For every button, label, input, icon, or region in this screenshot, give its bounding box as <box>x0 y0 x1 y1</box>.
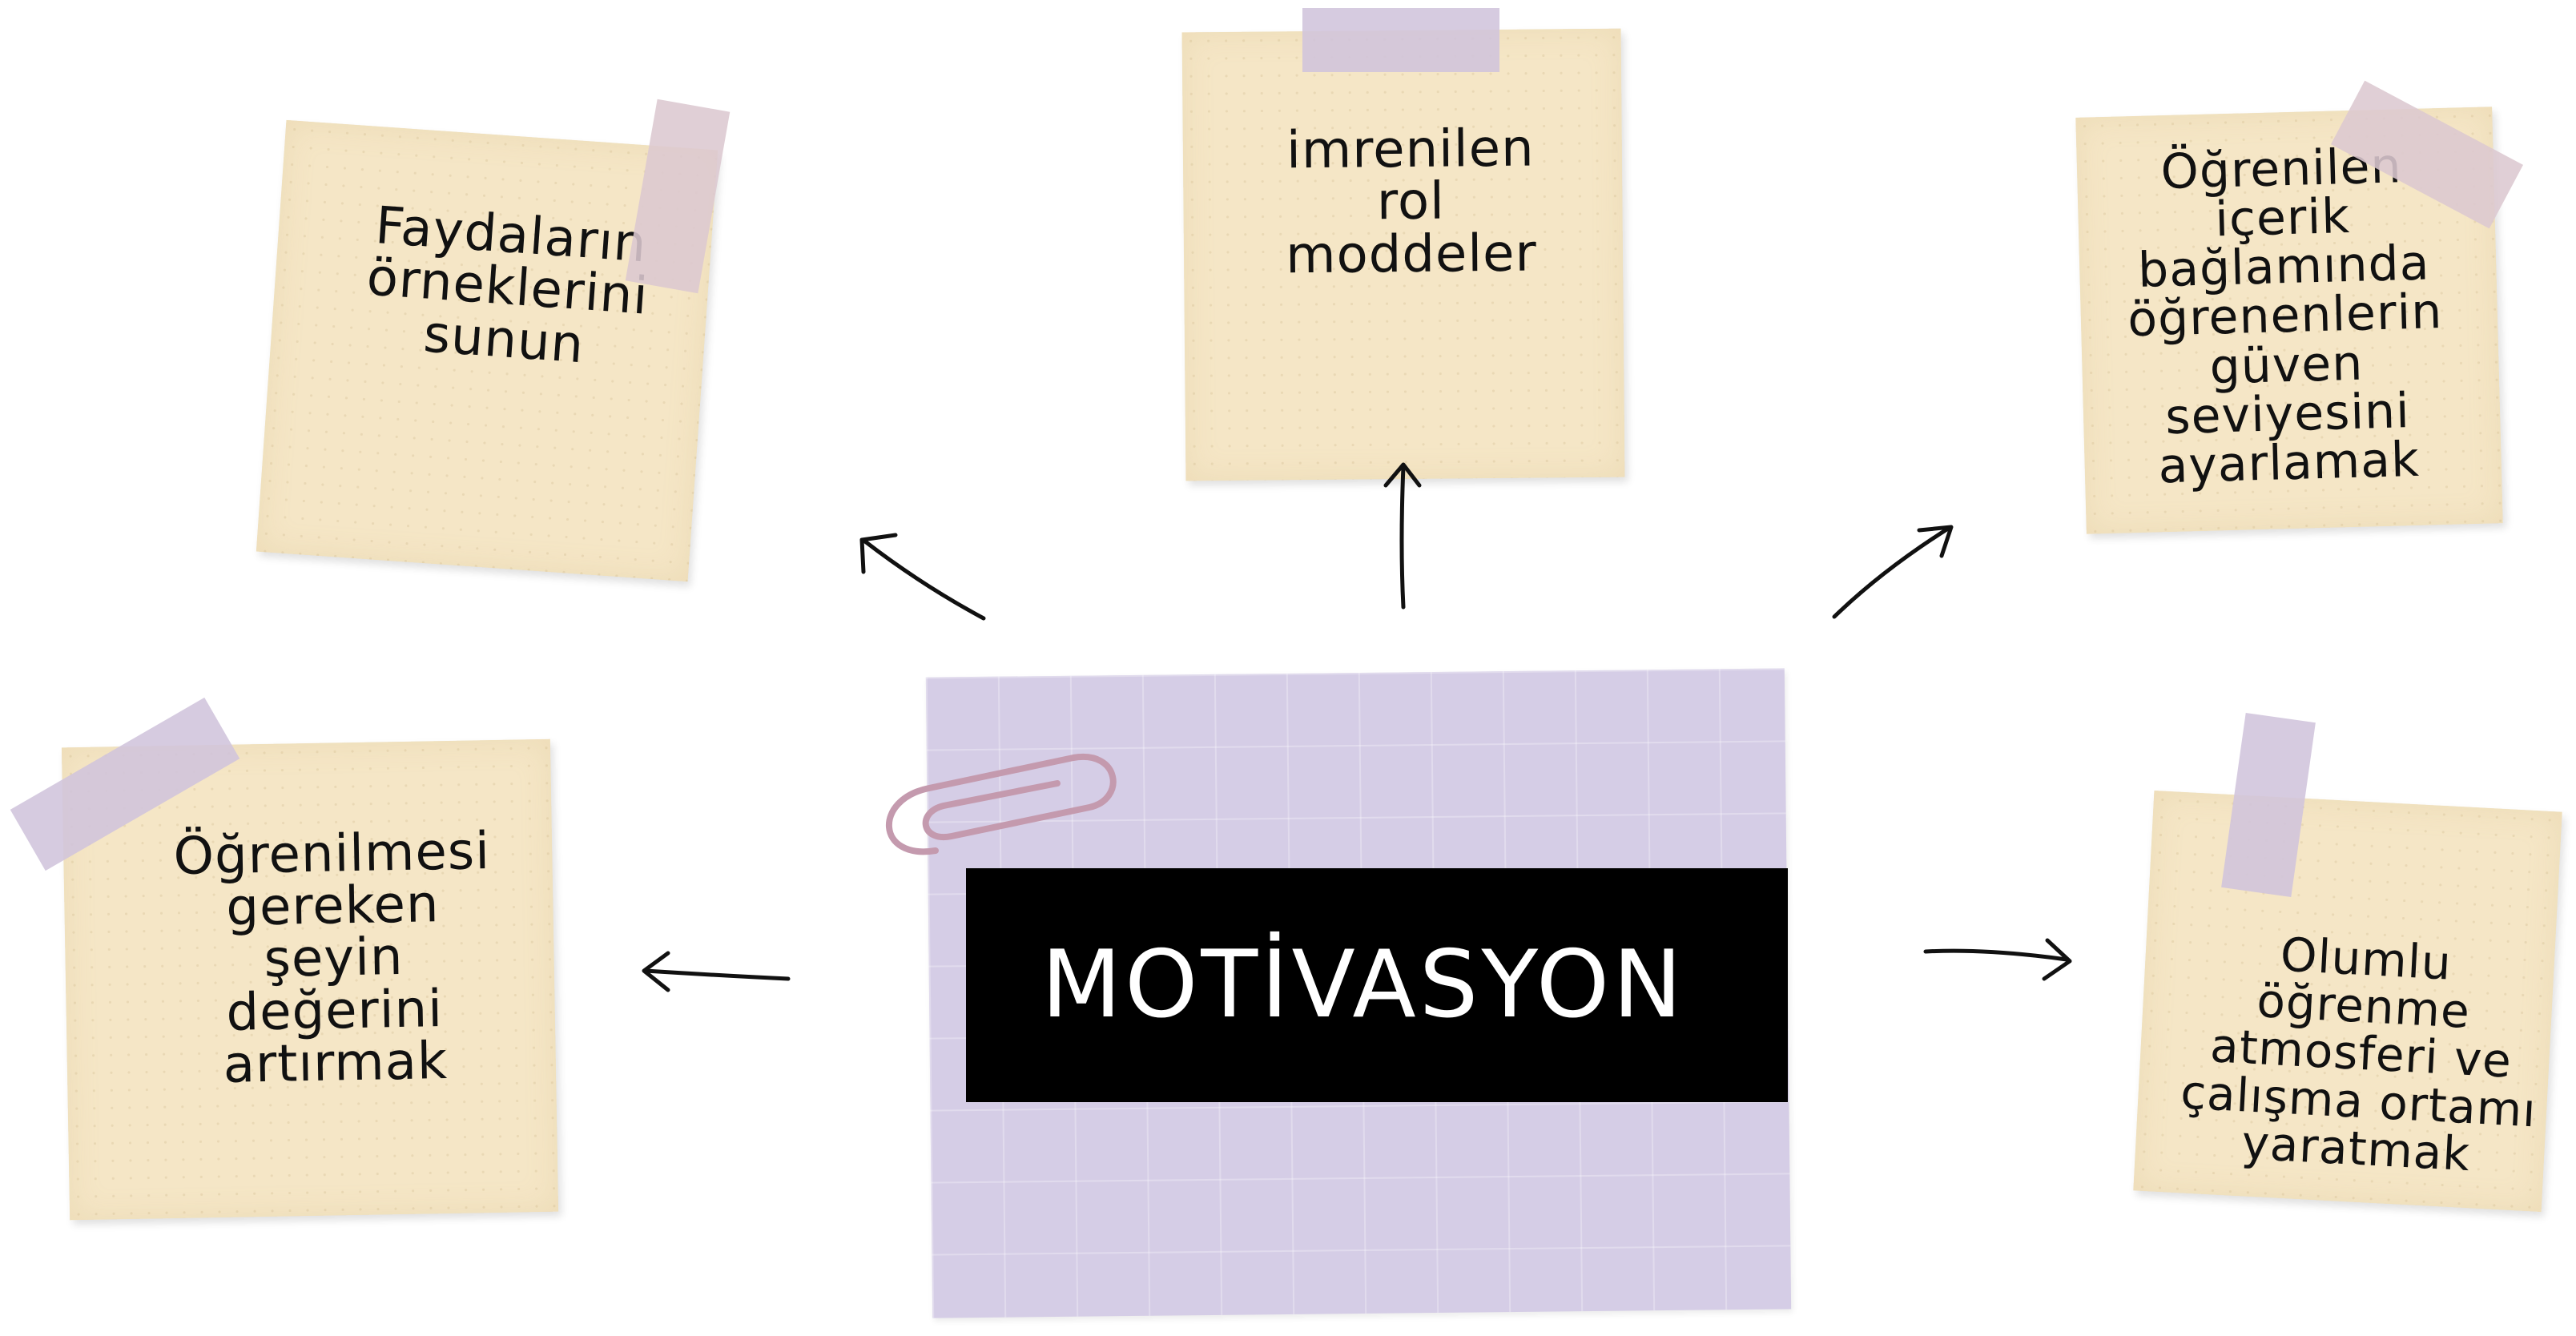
arrow-to-atmosphere-head <box>2042 938 2072 981</box>
arrow-to-atmosphere <box>1923 948 2069 962</box>
title-box: MOTİVASYON <box>966 868 1788 1102</box>
arrow-to-benefits-head <box>859 533 898 574</box>
arrow-to-role-models <box>1399 464 1406 610</box>
paperclip-icon <box>885 753 1117 855</box>
arrow-to-role-models-head <box>1383 462 1422 488</box>
diagram-title: MOTİVASYON <box>1041 931 1685 1039</box>
arrow-to-value-head <box>642 951 670 992</box>
tape-role-models <box>1302 8 1499 72</box>
arrow-to-confidence <box>1832 526 1950 619</box>
arrow-to-value <box>643 968 791 981</box>
arrow-to-confidence-head <box>1917 525 1954 558</box>
arrow-to-benefits <box>863 539 986 621</box>
